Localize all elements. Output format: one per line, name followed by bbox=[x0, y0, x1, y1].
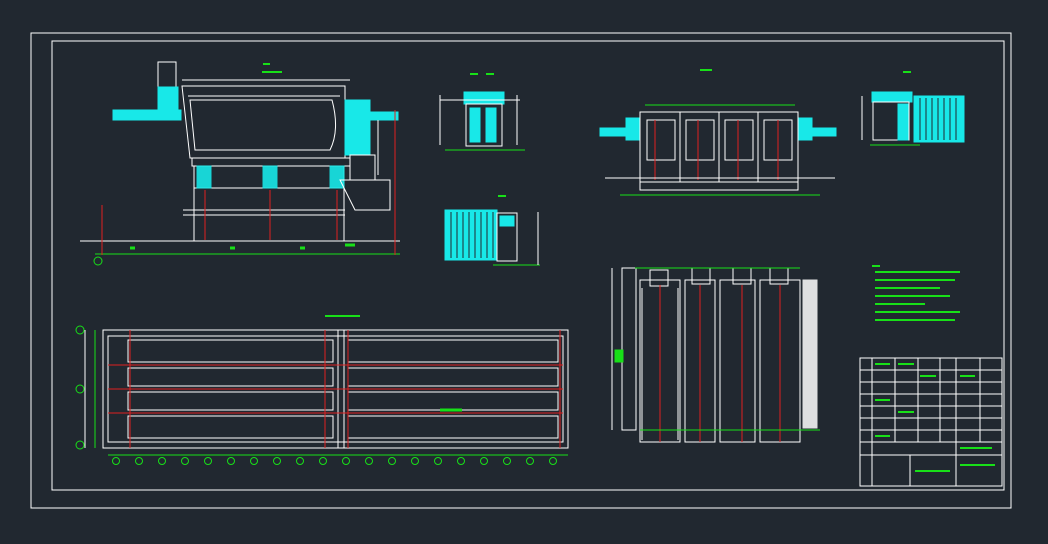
plan-view bbox=[75, 315, 569, 456]
title-block bbox=[859, 357, 1003, 487]
section-detail-d bbox=[861, 71, 965, 146]
tank-plan-view bbox=[611, 267, 820, 443]
title-block-entries bbox=[875, 363, 995, 472]
plan-view-axis-bubbles bbox=[112, 457, 557, 465]
inner-frame bbox=[51, 40, 1005, 491]
main-elevation-view bbox=[80, 61, 400, 266]
section-detail-a bbox=[439, 73, 525, 151]
section-detail-c bbox=[599, 69, 837, 196]
notes-block bbox=[872, 265, 960, 321]
section-detail-b bbox=[444, 195, 540, 266]
outer-frame bbox=[30, 32, 1012, 509]
